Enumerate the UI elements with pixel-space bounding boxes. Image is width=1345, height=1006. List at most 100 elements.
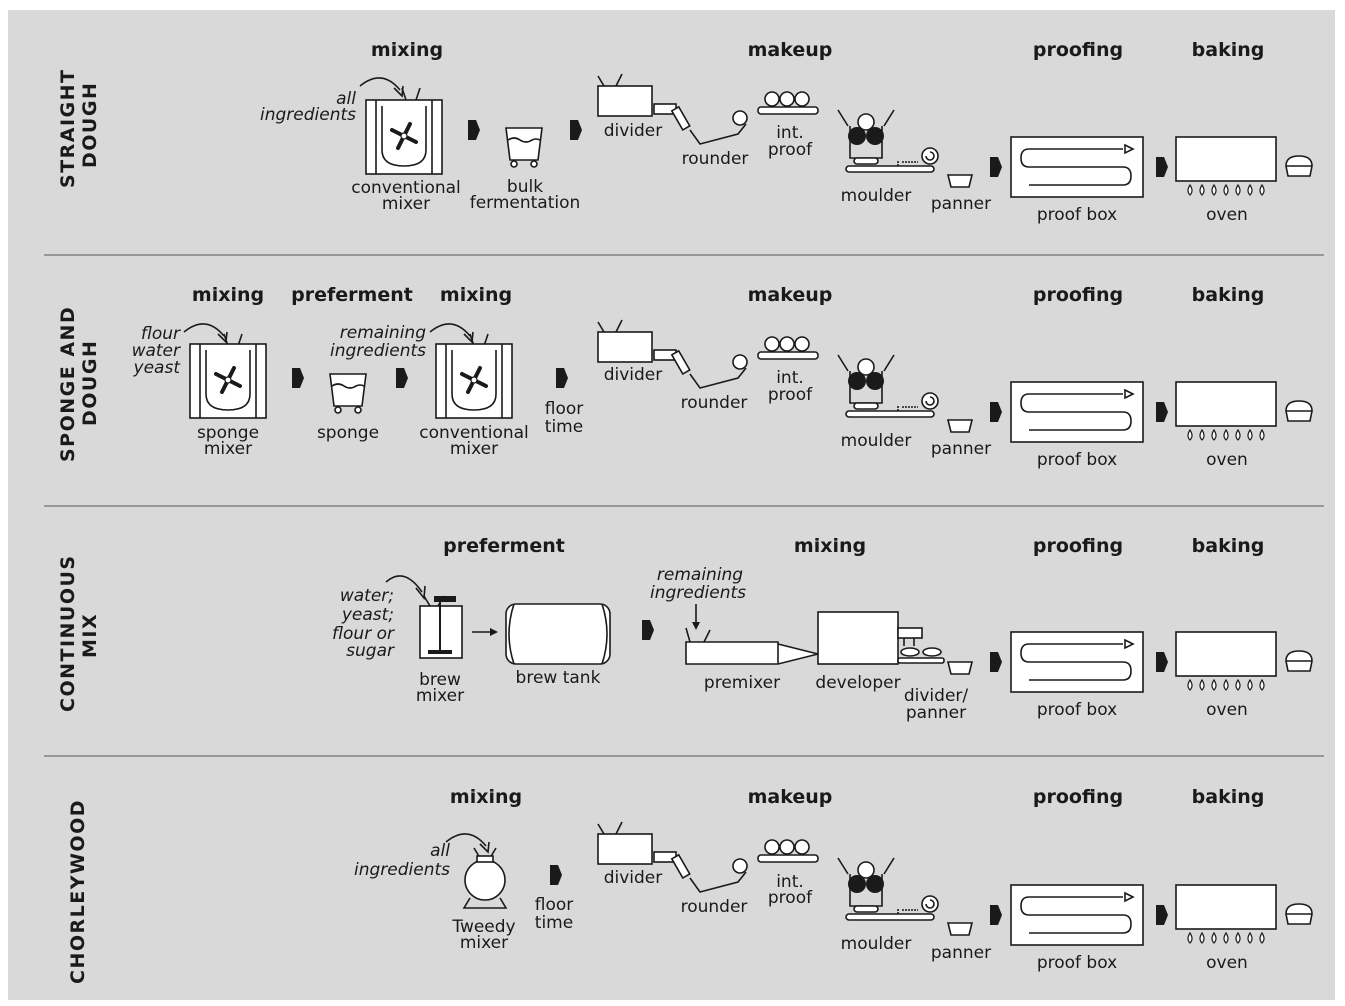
equipment-label: proof box bbox=[1037, 205, 1117, 225]
equipment-label: panner bbox=[906, 703, 966, 723]
equipment-label: premixer bbox=[704, 673, 780, 693]
row-title-line2: DOUGH bbox=[79, 340, 101, 426]
equipment-label: fermentation bbox=[470, 193, 581, 213]
input-label: all bbox=[430, 841, 450, 861]
input-label: water; bbox=[340, 586, 394, 606]
row-title: CHORLEYWOOD bbox=[67, 799, 89, 984]
row-straight-dough: STRAIGHT DOUGH mixing makeup proofing ba… bbox=[57, 39, 1313, 225]
row-chorleywood: CHORLEYWOOD mixing makeup proofing bakin… bbox=[67, 786, 1313, 984]
bread-loaf-icon bbox=[1285, 650, 1313, 672]
input-label: remaining bbox=[657, 565, 743, 585]
floor-time-label: floor bbox=[545, 399, 584, 419]
equipment-label: proof bbox=[768, 140, 813, 160]
equipment-label: brew bbox=[419, 670, 461, 690]
input-label: sugar bbox=[346, 641, 395, 661]
input-label: flour bbox=[141, 324, 181, 344]
equipment-label: bulk bbox=[507, 177, 543, 197]
equipment-label: brew tank bbox=[516, 668, 601, 688]
equipment-label: mixer bbox=[450, 439, 498, 459]
stage-header-mixing: mixing bbox=[794, 535, 866, 557]
equipment-label: divider/ bbox=[904, 686, 969, 706]
input-label: yeast bbox=[133, 358, 182, 378]
pan-icon bbox=[947, 922, 973, 936]
stage-header-proofing: proofing bbox=[1033, 284, 1123, 306]
stage-header-baking: baking bbox=[1192, 39, 1265, 61]
equipment-label: mixer bbox=[416, 686, 464, 706]
pan-icon bbox=[947, 174, 973, 188]
bread-loaf-icon bbox=[1285, 903, 1313, 925]
floor-time-label: time bbox=[545, 417, 583, 437]
conventional-mixer-icon bbox=[364, 98, 444, 176]
input-label: flour or bbox=[332, 624, 395, 644]
oven-icon bbox=[1175, 884, 1277, 944]
input-label: ingredients bbox=[354, 860, 450, 880]
equipment-label: panner bbox=[931, 439, 991, 459]
arrow-icon bbox=[692, 604, 700, 630]
equipment-label: int. bbox=[776, 872, 804, 892]
equipment-label: sponge bbox=[317, 423, 379, 443]
equipment-label: oven bbox=[1206, 700, 1248, 720]
bread-loaf-icon bbox=[1285, 155, 1313, 177]
brew-tank-icon bbox=[505, 603, 611, 665]
stage-header-proofing: proofing bbox=[1033, 786, 1123, 808]
input-label: ingredients bbox=[330, 341, 426, 361]
equipment-label: conventional bbox=[419, 423, 529, 443]
equipment-label: mixer bbox=[382, 194, 430, 214]
equipment-label: oven bbox=[1206, 205, 1248, 225]
input-label: yeast; bbox=[341, 605, 394, 625]
input-label: ingredients bbox=[260, 105, 356, 125]
pan-icon bbox=[947, 661, 973, 675]
input-label: all bbox=[336, 89, 356, 109]
stage-header-baking: baking bbox=[1192, 284, 1265, 306]
proof-box-icon bbox=[1010, 884, 1144, 946]
equipment-label: proof box bbox=[1037, 450, 1117, 470]
oven-icon bbox=[1175, 381, 1277, 441]
row-title-line1: CONTINUOUS bbox=[57, 554, 79, 712]
stage-header-mixing: mixing bbox=[371, 39, 443, 61]
floor-time-label: floor bbox=[535, 895, 574, 915]
equipment-label: mixer bbox=[204, 439, 252, 459]
equipment-label: proof bbox=[768, 888, 813, 908]
stage-header-mixing: mixing bbox=[192, 284, 264, 306]
stage-header-makeup: makeup bbox=[748, 786, 833, 808]
row-continuous-mix: CONTINUOUS MIX preferment mixing proofin… bbox=[57, 535, 1313, 723]
tweedy-mixer-icon bbox=[462, 847, 508, 909]
pan-icon bbox=[947, 419, 973, 433]
equipment-label: divider bbox=[604, 868, 663, 888]
conventional-mixer-icon bbox=[434, 342, 514, 420]
equipment-label: divider bbox=[604, 121, 663, 141]
equipment-label: conventional bbox=[351, 178, 461, 198]
input-label: remaining bbox=[340, 323, 426, 343]
input-label: ingredients bbox=[650, 583, 746, 603]
equipment-label: proof bbox=[768, 385, 813, 405]
equipment-label: oven bbox=[1206, 953, 1248, 973]
equipment-label: proof box bbox=[1037, 953, 1117, 973]
equipment-label: sponge bbox=[197, 423, 259, 443]
floor-time-label: time bbox=[535, 913, 573, 933]
row-title-line1: STRAIGHT bbox=[57, 68, 79, 188]
proof-box-icon bbox=[1010, 631, 1144, 693]
stage-header-mixing: mixing bbox=[440, 284, 512, 306]
stage-header-preferment: preferment bbox=[291, 284, 413, 306]
equipment-label: rounder bbox=[681, 393, 748, 413]
stage-header-makeup: makeup bbox=[748, 284, 833, 306]
equipment-label: Tweedy bbox=[451, 917, 515, 937]
stage-header-mixing: mixing bbox=[450, 786, 522, 808]
input-label: water bbox=[132, 341, 181, 361]
equipment-label: proof box bbox=[1037, 700, 1117, 720]
arrow-icon bbox=[472, 628, 498, 636]
row-title-line1: SPONGE AND bbox=[57, 306, 79, 462]
oven-icon bbox=[1175, 136, 1277, 196]
row-title-line2: DOUGH bbox=[79, 82, 101, 168]
equipment-label: mixer bbox=[460, 933, 508, 953]
stage-header-baking: baking bbox=[1192, 786, 1265, 808]
equipment-label: developer bbox=[815, 673, 900, 693]
equipment-label: int. bbox=[776, 368, 804, 388]
proof-box-icon bbox=[1010, 381, 1144, 443]
equipment-label: panner bbox=[931, 943, 991, 963]
bread-loaf-icon bbox=[1285, 400, 1313, 422]
equipment-label: moulder bbox=[841, 934, 912, 954]
equipment-label: oven bbox=[1206, 450, 1248, 470]
equipment-label: moulder bbox=[841, 186, 912, 206]
